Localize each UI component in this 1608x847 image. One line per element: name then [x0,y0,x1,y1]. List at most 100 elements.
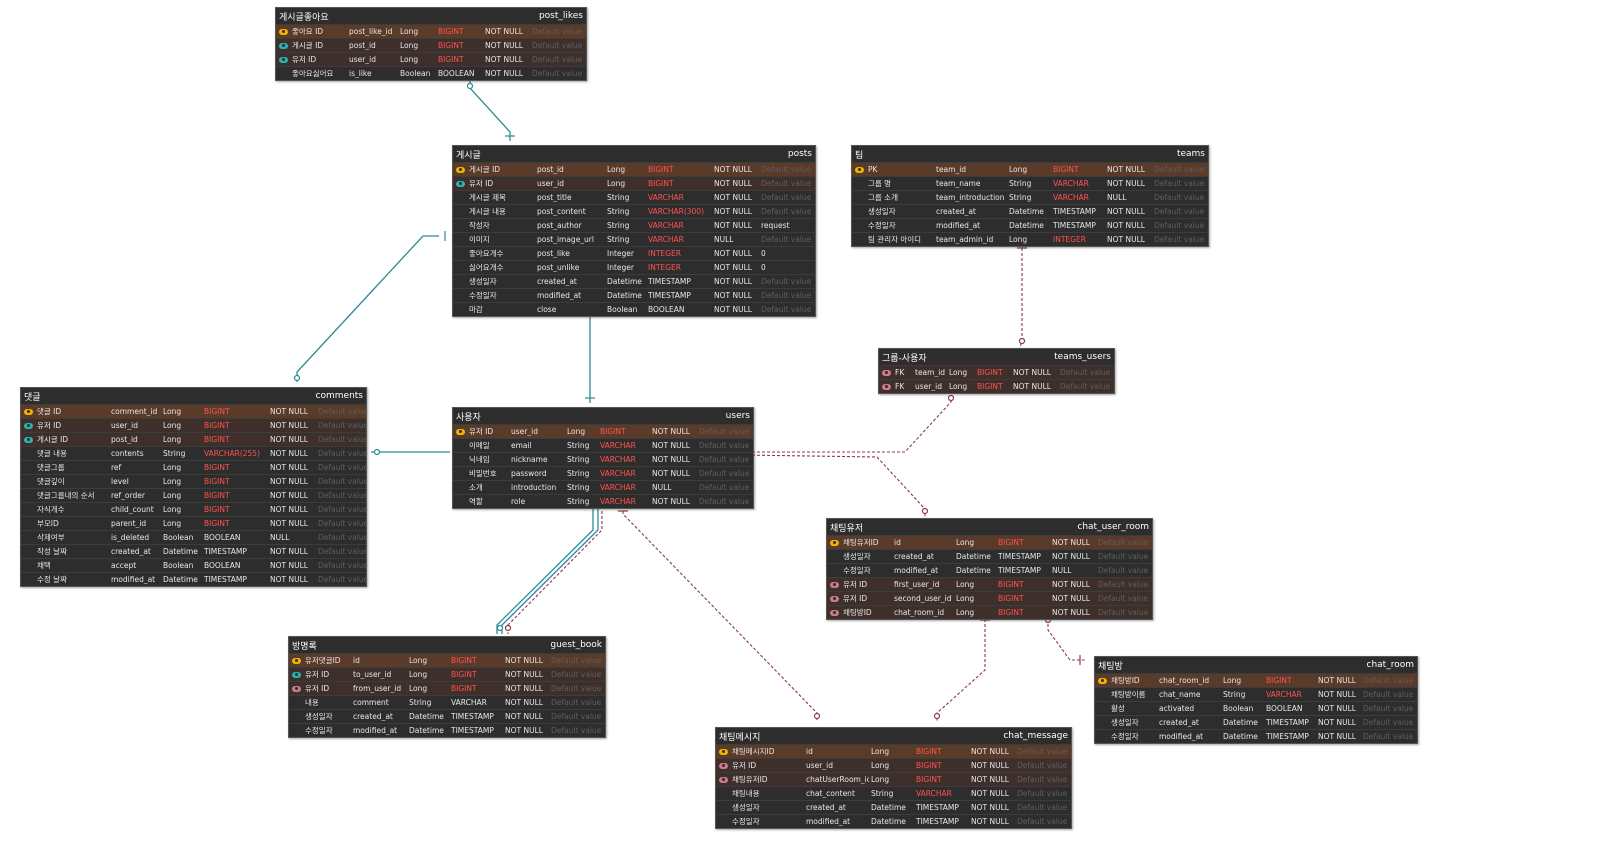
domain-cell: Long [607,165,626,174]
type-cell: VARCHAR [451,698,487,707]
domain-cell: Long [163,421,182,430]
domain-cell: Long [400,27,419,36]
physical-name-cell: child_count [111,505,154,514]
table-physical-name: teams_users [1054,352,1111,362]
type-cell: BIGINT [998,580,1024,589]
null-cell: NOT NULL [1107,165,1145,174]
null-cell: NOT NULL [1052,594,1090,603]
logical-name-cell: 게시글 ID [292,41,324,50]
domain-cell: Long [956,608,975,617]
primary-key-icon [852,166,866,173]
logical-name-cell: FK [895,382,905,391]
domain-cell: Datetime [871,817,906,826]
null-cell: NOT NULL [270,547,308,556]
